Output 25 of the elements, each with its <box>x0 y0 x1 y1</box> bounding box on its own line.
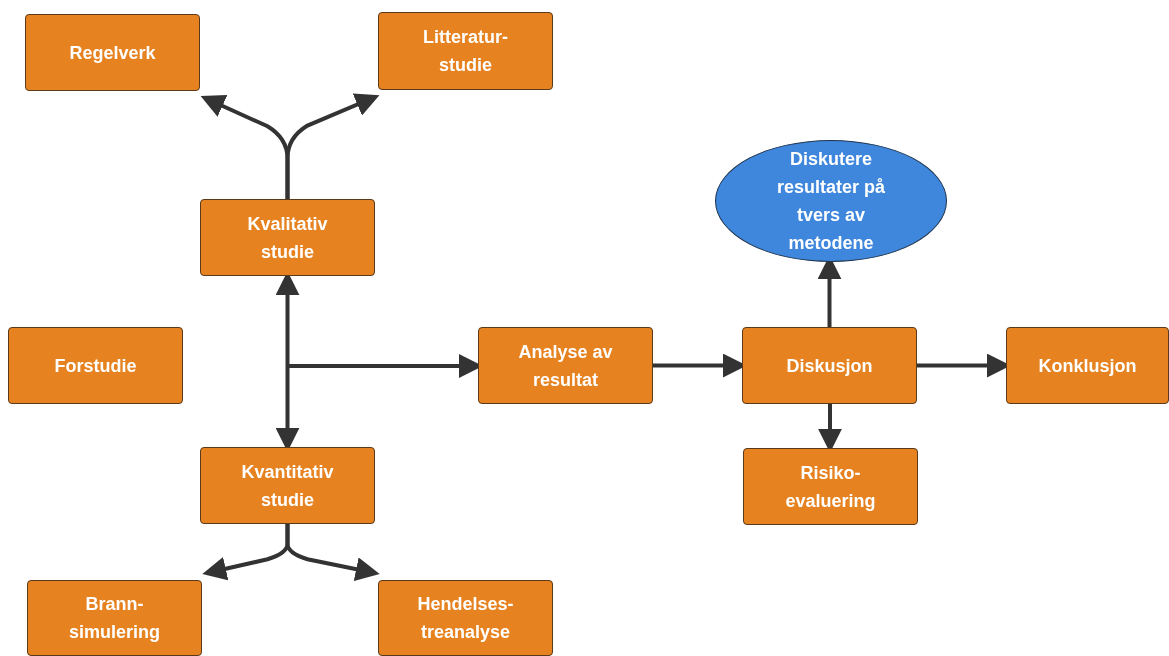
process-box <box>8 327 183 404</box>
node-label: Diskutere resultater på tvers av metodene <box>775 148 886 255</box>
node-label: Litteratur- studie <box>422 26 509 77</box>
node-label: Diskusjon <box>786 354 873 378</box>
node-label: Konklusjon <box>1038 354 1137 378</box>
node-label: Regelverk <box>69 41 156 65</box>
node-label: Brann- simulering <box>68 593 161 644</box>
process-box <box>27 580 202 656</box>
arrow <box>285 524 380 581</box>
process-box <box>742 327 917 404</box>
node-label: Kvantitativ studie <box>240 460 335 512</box>
node-label: Analyse av resultat <box>517 340 614 392</box>
process-box <box>743 448 918 525</box>
process-box <box>25 14 200 91</box>
arrow <box>285 93 380 199</box>
node-label: Risiko- evaluering <box>784 461 877 513</box>
node-label: Hendelses- treanalyse <box>416 593 515 644</box>
process-box <box>200 447 375 524</box>
node-label: Kvalitativ studie <box>246 212 329 264</box>
process-box <box>378 580 553 656</box>
node-label: Forstudie <box>54 354 137 378</box>
process-box <box>1006 327 1169 404</box>
process-box <box>478 327 653 404</box>
process-box <box>200 199 375 276</box>
process-box <box>378 12 553 90</box>
